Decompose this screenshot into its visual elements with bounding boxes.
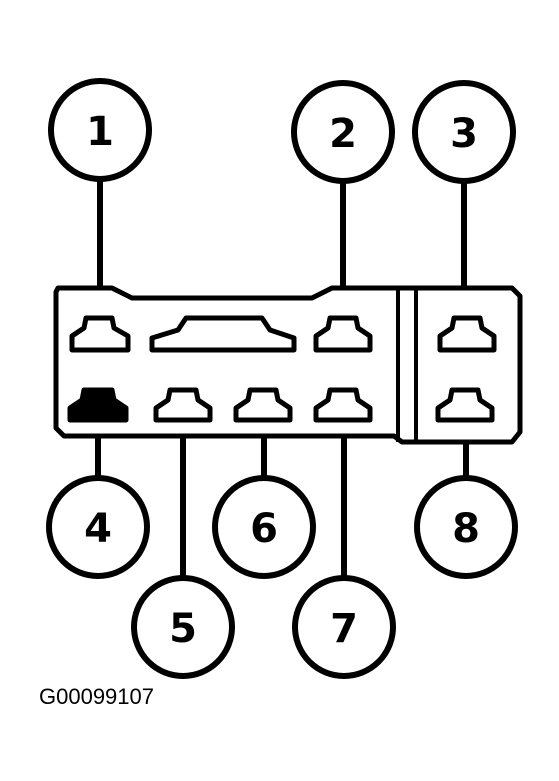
callout-1-label: 1 bbox=[86, 109, 114, 155]
figure-id: G00099107 bbox=[39, 684, 154, 709]
callout-2: 2 bbox=[291, 80, 395, 184]
callout-4: 4 bbox=[46, 475, 150, 579]
cavity-5 bbox=[153, 387, 213, 423]
callout-5-label: 5 bbox=[169, 606, 197, 652]
cavity-8 bbox=[435, 387, 495, 423]
callout-1: 1 bbox=[48, 78, 152, 182]
callout-5: 5 bbox=[131, 575, 235, 679]
cavity-6 bbox=[233, 387, 293, 423]
callout-7-label: 7 bbox=[330, 606, 358, 652]
callout-8: 8 bbox=[414, 475, 518, 579]
callout-2-label: 2 bbox=[329, 111, 357, 157]
callout-6: 6 bbox=[212, 475, 316, 579]
cavity-7 bbox=[313, 387, 373, 423]
callout-3-label: 3 bbox=[450, 111, 478, 157]
callout-3: 3 bbox=[412, 80, 516, 184]
callout-6-label: 6 bbox=[250, 506, 278, 552]
cavity-2 bbox=[313, 315, 373, 353]
center-key-slot bbox=[149, 315, 297, 353]
cavity-1 bbox=[69, 315, 131, 353]
callout-7: 7 bbox=[292, 575, 396, 679]
callout-8-label: 8 bbox=[452, 506, 480, 552]
cavity-4 bbox=[67, 387, 129, 423]
callout-4-label: 4 bbox=[84, 506, 112, 552]
cavity-3 bbox=[437, 315, 497, 353]
terminal-cavities bbox=[67, 315, 497, 423]
